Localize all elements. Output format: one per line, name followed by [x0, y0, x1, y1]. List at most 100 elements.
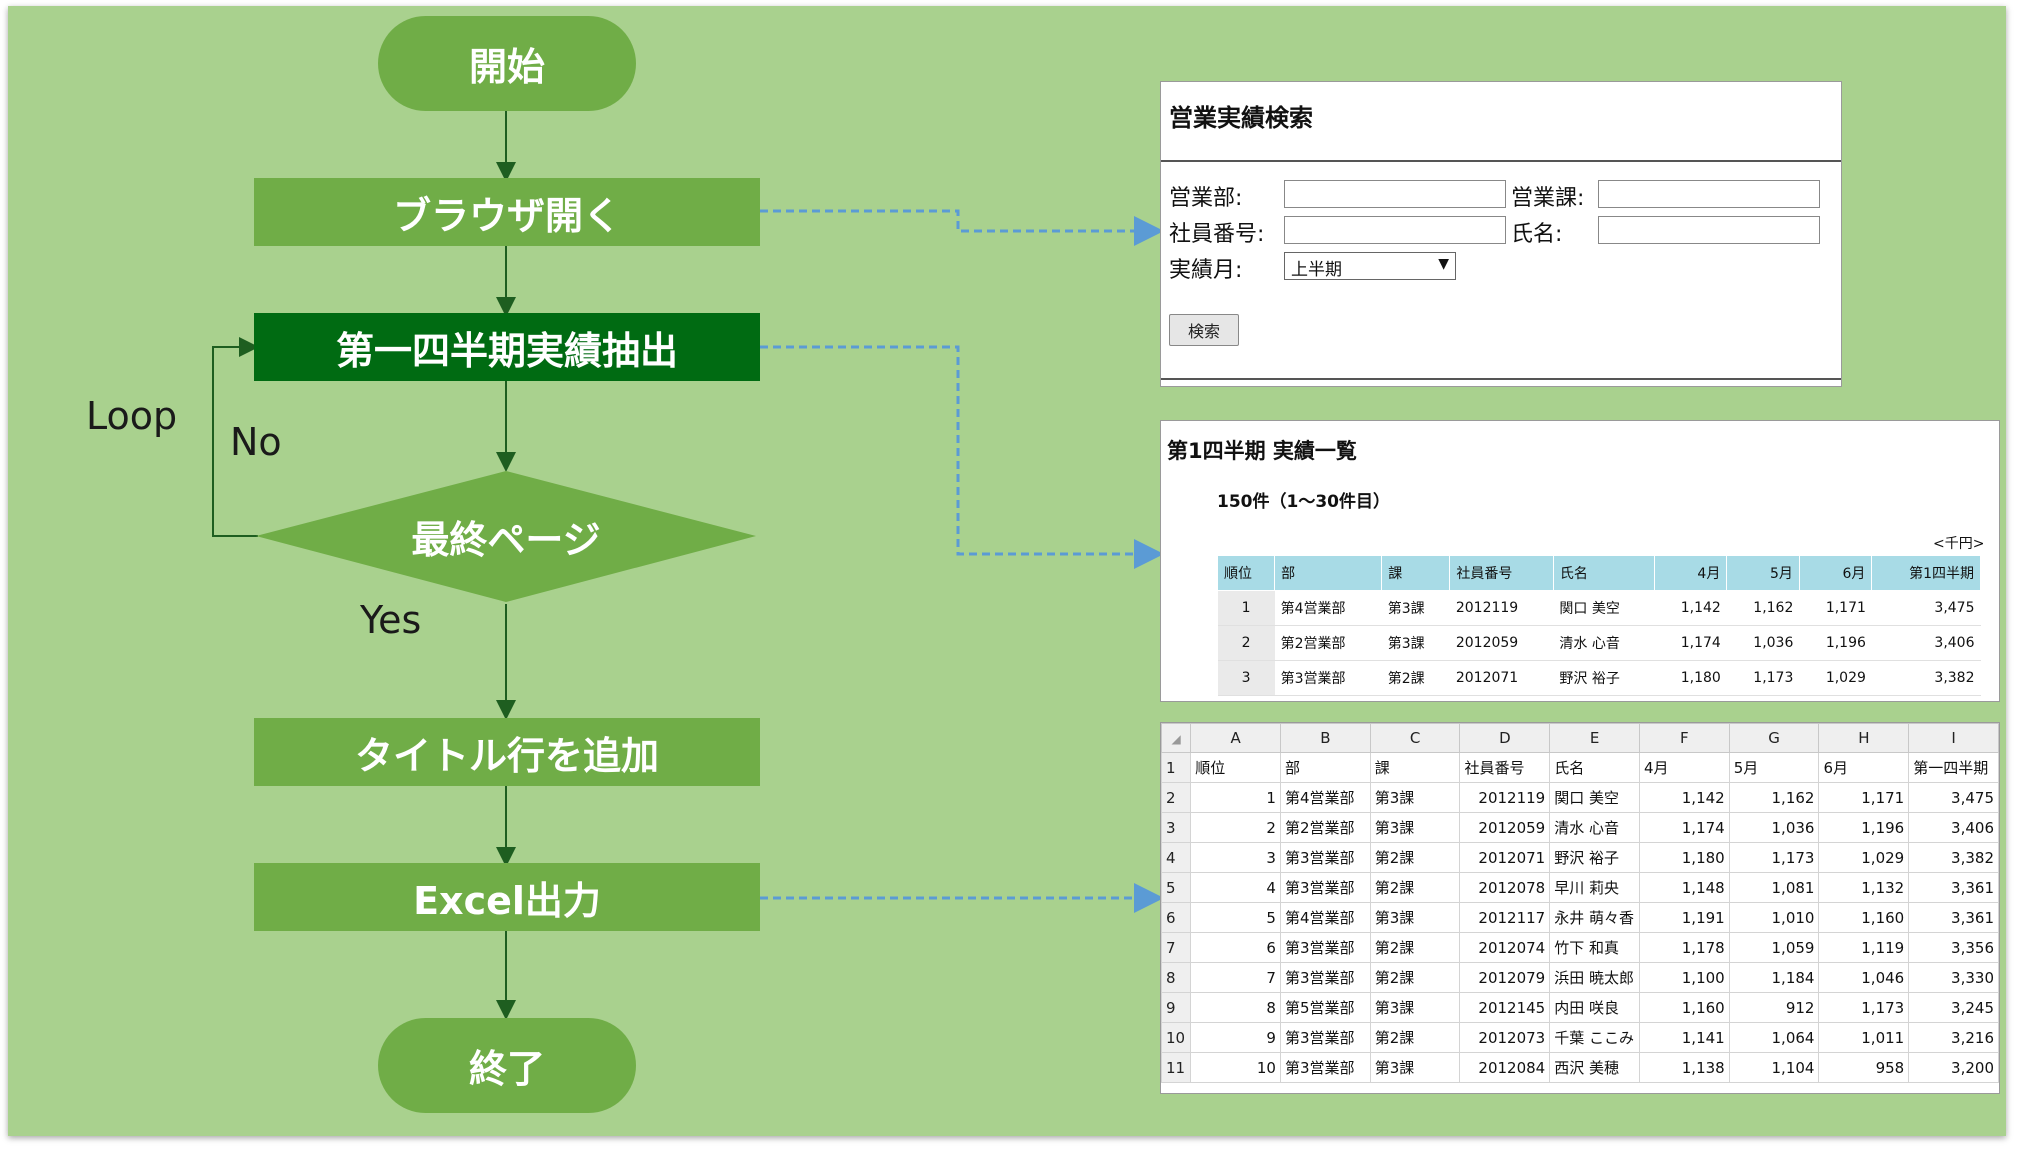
spreadsheet-cell[interactable]: 1,142	[1638, 782, 1730, 813]
spreadsheet-cell[interactable]: 第2課	[1369, 872, 1461, 903]
spreadsheet-cell[interactable]: 第2課	[1369, 842, 1461, 873]
spreadsheet-cell[interactable]: 3,216	[1908, 1022, 1999, 1053]
spreadsheet-cell[interactable]: 1,178	[1638, 932, 1730, 963]
spreadsheet-cell[interactable]: 2012145	[1459, 992, 1551, 1023]
spreadsheet-cell[interactable]: 2012073	[1459, 1022, 1551, 1053]
spreadsheet-cell[interactable]: 4月	[1638, 752, 1730, 783]
spreadsheet-cell[interactable]: 3,406	[1908, 812, 1999, 843]
spreadsheet-cell[interactable]: 3,356	[1908, 932, 1999, 963]
spreadsheet-cell[interactable]: 1,010	[1728, 902, 1820, 933]
spreadsheet-cell[interactable]: 第一四半期	[1908, 752, 1999, 783]
spreadsheet-cell[interactable]: 第2課	[1369, 962, 1461, 993]
spreadsheet-cell[interactable]: 1,184	[1728, 962, 1820, 993]
spreadsheet-cell[interactable]: 1,196	[1818, 812, 1910, 843]
spreadsheet-cell[interactable]: 1,160	[1818, 902, 1910, 933]
spreadsheet-cell[interactable]: 1,132	[1818, 872, 1910, 903]
spreadsheet-cell[interactable]: 1,036	[1728, 812, 1820, 843]
spreadsheet-cell[interactable]: 浜田 暁太郎	[1549, 962, 1640, 993]
spreadsheet-cell[interactable]: 千葉 ここみ	[1549, 1022, 1640, 1053]
spreadsheet-cell[interactable]: 第3営業部	[1279, 872, 1371, 903]
spreadsheet-cell[interactable]: 第3営業部	[1279, 1022, 1371, 1053]
spreadsheet-cell[interactable]: 3,361	[1908, 902, 1999, 933]
spreadsheet-cell[interactable]: 第3課	[1369, 992, 1461, 1023]
spreadsheet-cell[interactable]: 2	[1190, 812, 1281, 843]
spreadsheet-cell[interactable]: 1,029	[1818, 842, 1910, 873]
spreadsheet-cell[interactable]: 第3課	[1369, 902, 1461, 933]
month-select[interactable]: 上半期 ▼	[1284, 252, 1456, 280]
spreadsheet-cell[interactable]: 10	[1190, 1052, 1281, 1083]
column-header-i[interactable]: I	[1908, 723, 1999, 753]
spreadsheet-cell[interactable]: 2012119	[1459, 782, 1551, 813]
spreadsheet-cell[interactable]: 2012084	[1459, 1052, 1551, 1083]
column-header-f[interactable]: F	[1638, 723, 1730, 753]
spreadsheet-cell[interactable]: 第3営業部	[1279, 1052, 1371, 1083]
spreadsheet-cell[interactable]: 第2営業部	[1279, 812, 1371, 843]
spreadsheet-cell[interactable]: 西沢 美穂	[1549, 1052, 1640, 1083]
spreadsheet-cell[interactable]: 第4営業部	[1279, 782, 1371, 813]
spreadsheet-cell[interactable]: 1	[1190, 782, 1281, 813]
column-header-c[interactable]: C	[1369, 723, 1461, 753]
employee-no-input[interactable]	[1284, 216, 1506, 244]
spreadsheet-cell[interactable]: 1,100	[1638, 962, 1730, 993]
spreadsheet-cell[interactable]: 1,173	[1728, 842, 1820, 873]
spreadsheet-cell[interactable]: 氏名	[1549, 752, 1640, 783]
column-header-e[interactable]: E	[1549, 723, 1640, 753]
spreadsheet-cell[interactable]: 2012078	[1459, 872, 1551, 903]
spreadsheet-cell[interactable]: 1,059	[1728, 932, 1820, 963]
spreadsheet-cell[interactable]: 1,148	[1638, 872, 1730, 903]
spreadsheet-cell[interactable]: 3	[1190, 842, 1281, 873]
spreadsheet-cell[interactable]: 関口 美空	[1549, 782, 1640, 813]
spreadsheet-cell[interactable]: 912	[1728, 992, 1820, 1023]
spreadsheet-cell[interactable]: 3,245	[1908, 992, 1999, 1023]
spreadsheet-cell[interactable]: 1,046	[1818, 962, 1910, 993]
spreadsheet-cell[interactable]: 8	[1190, 992, 1281, 1023]
spreadsheet-cell[interactable]: 7	[1190, 962, 1281, 993]
spreadsheet-cell[interactable]: 2012117	[1459, 902, 1551, 933]
spreadsheet-cell[interactable]: 清水 心音	[1549, 812, 1640, 843]
spreadsheet-cell[interactable]: 3,475	[1908, 782, 1999, 813]
spreadsheet-cell[interactable]: 6月	[1818, 752, 1910, 783]
spreadsheet-cell[interactable]: 1,119	[1818, 932, 1910, 963]
spreadsheet-cell[interactable]: 1,174	[1638, 812, 1730, 843]
spreadsheet-cell[interactable]: 1,141	[1638, 1022, 1730, 1053]
spreadsheet-cell[interactable]: 1,171	[1818, 782, 1910, 813]
row-number[interactable]: 9	[1161, 992, 1192, 1023]
spreadsheet-cell[interactable]: 1,160	[1638, 992, 1730, 1023]
spreadsheet-cell[interactable]: 1,173	[1818, 992, 1910, 1023]
column-header-d[interactable]: D	[1459, 723, 1551, 753]
spreadsheet-cell[interactable]: 3,330	[1908, 962, 1999, 993]
spreadsheet-cell[interactable]: 内田 咲良	[1549, 992, 1640, 1023]
spreadsheet-cell[interactable]: 社員番号	[1459, 752, 1551, 783]
column-header-h[interactable]: H	[1818, 723, 1910, 753]
spreadsheet-cell[interactable]: 第3課	[1369, 812, 1461, 843]
spreadsheet-cell[interactable]: 竹下 和真	[1549, 932, 1640, 963]
spreadsheet-cell[interactable]: 1,162	[1728, 782, 1820, 813]
row-number[interactable]: 7	[1161, 932, 1192, 963]
spreadsheet-cell[interactable]: 順位	[1190, 752, 1281, 783]
spreadsheet-cell[interactable]: 6	[1190, 932, 1281, 963]
spreadsheet-cell[interactable]: 3,361	[1908, 872, 1999, 903]
spreadsheet-cell[interactable]: 第2課	[1369, 1022, 1461, 1053]
row-number[interactable]: 1	[1161, 752, 1192, 783]
row-number[interactable]: 2	[1161, 782, 1192, 813]
section-input[interactable]	[1598, 180, 1820, 208]
spreadsheet-cell[interactable]: 3,200	[1908, 1052, 1999, 1083]
spreadsheet-cell[interactable]: 9	[1190, 1022, 1281, 1053]
spreadsheet-cell[interactable]: 第3課	[1369, 782, 1461, 813]
spreadsheet-cell[interactable]: 1,138	[1638, 1052, 1730, 1083]
spreadsheet-cell[interactable]: 早川 莉央	[1549, 872, 1640, 903]
row-number[interactable]: 8	[1161, 962, 1192, 993]
spreadsheet-cell[interactable]: 第3営業部	[1279, 962, 1371, 993]
spreadsheet-cell[interactable]: 第3営業部	[1279, 842, 1371, 873]
spreadsheet-cell[interactable]: 2012079	[1459, 962, 1551, 993]
spreadsheet-cell[interactable]: 課	[1369, 752, 1461, 783]
row-number[interactable]: 10	[1161, 1022, 1192, 1053]
spreadsheet-cell[interactable]: 5	[1190, 902, 1281, 933]
row-number[interactable]: 5	[1161, 872, 1192, 903]
spreadsheet-cell[interactable]: 2012059	[1459, 812, 1551, 843]
spreadsheet-cell[interactable]: 1,104	[1728, 1052, 1820, 1083]
spreadsheet-cell[interactable]: 1,191	[1638, 902, 1730, 933]
spreadsheet-cell[interactable]: 第3課	[1369, 1052, 1461, 1083]
spreadsheet-cell[interactable]: 1,081	[1728, 872, 1820, 903]
select-all-corner[interactable]: ◢	[1161, 723, 1192, 753]
